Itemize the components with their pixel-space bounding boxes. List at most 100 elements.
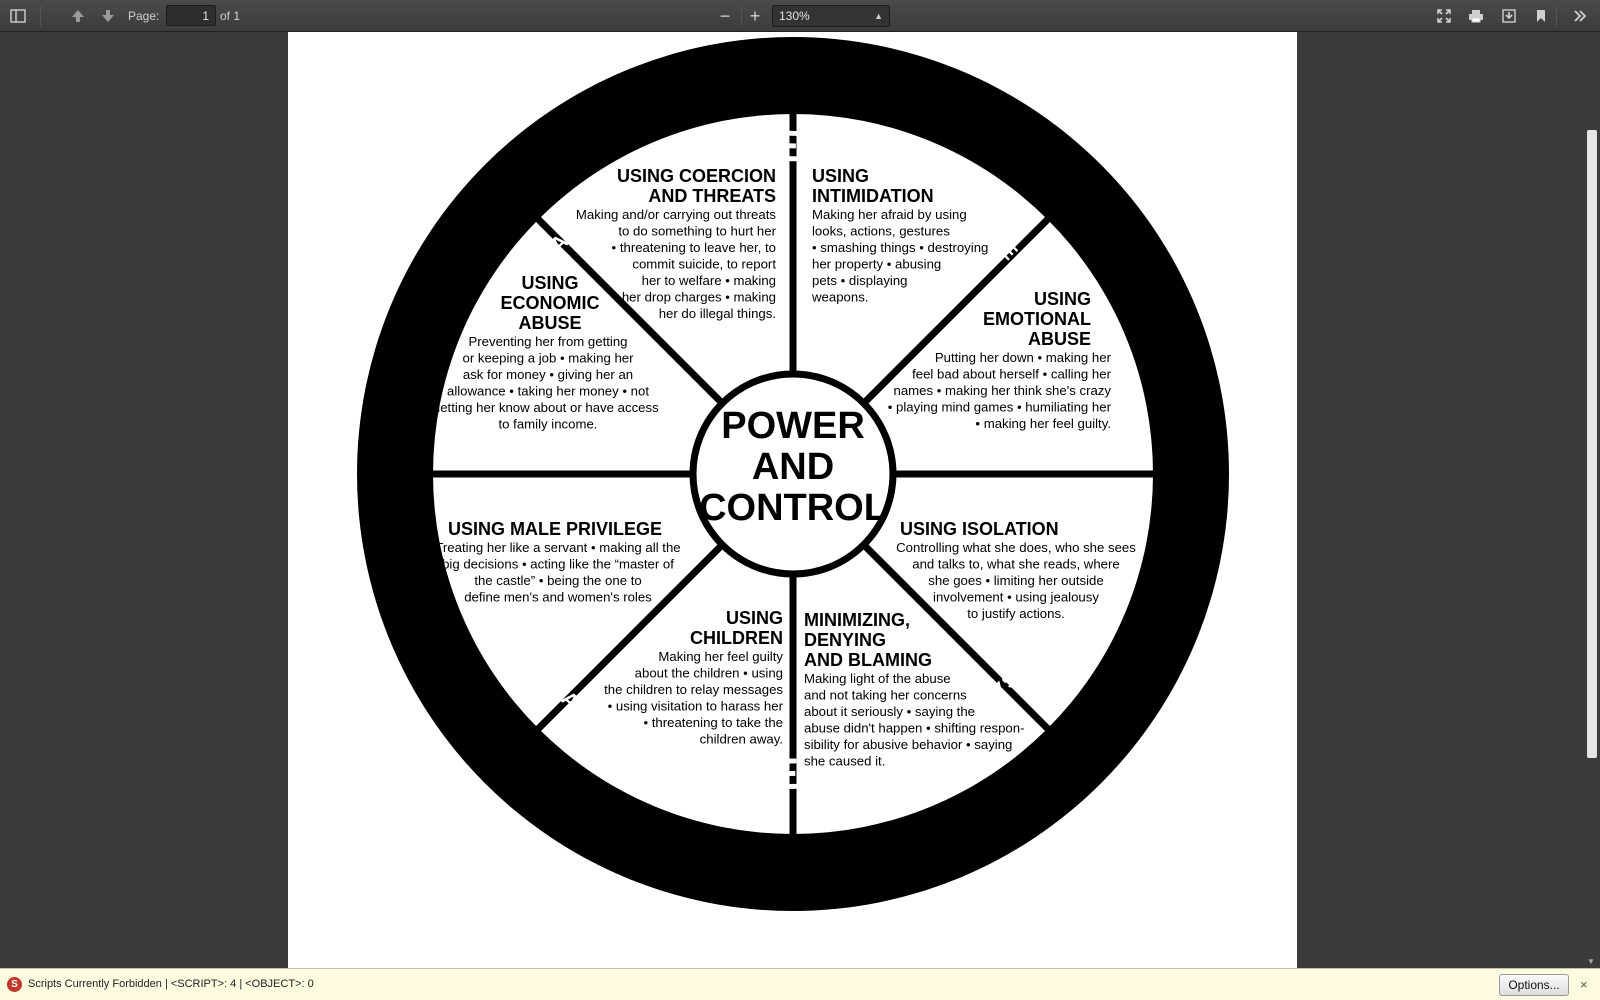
segment-coercion-title: AND THREATS	[648, 186, 776, 206]
segment-intimidation-title: INTIMIDATION	[812, 186, 934, 206]
segment-children-text: • threatening to take the	[643, 715, 783, 730]
scroll-down-arrow-icon[interactable]: ▼	[1587, 957, 1595, 966]
page-count: of 1	[220, 9, 241, 23]
zoom-in-icon[interactable]: +	[743, 4, 767, 28]
scrollbar-thumb[interactable]	[1587, 130, 1597, 758]
segment-children-title: CHILDREN	[690, 628, 783, 648]
segment-privilege-text: Treating her like a servant • making all…	[435, 540, 680, 555]
segment-economic-text: Preventing her from getting	[468, 334, 627, 349]
segment-children-title: USING	[726, 608, 783, 628]
segment-coercion-text: her do illegal things.	[659, 306, 776, 321]
center-line-2: AND	[752, 446, 834, 488]
segment-intimidation-text: looks, actions, gestures	[812, 224, 950, 239]
segment-minimizing-text: abuse didn't happen • shifting respon-	[804, 721, 1025, 736]
segment-intimidation-text: her property • abusing	[812, 257, 941, 272]
options-button[interactable]: Options...	[1499, 974, 1569, 996]
segment-children-text: children away.	[700, 732, 783, 747]
segment-intimidation-text: Making her afraid by using	[812, 207, 967, 222]
segment-coercion-text: commit suicide, to report	[632, 257, 776, 272]
pdf-page: POWER AND CONTROL PHYSICAL VIOLENCE SEXU…	[288, 32, 1297, 968]
segment-emotional-title: ABUSE	[1028, 329, 1091, 349]
segment-minimizing-text: she caused it.	[804, 754, 885, 769]
segment-minimizing-text: and not taking her concerns	[804, 688, 967, 703]
segment-children-text: about the children • using	[635, 666, 783, 681]
toolbar-separator	[741, 6, 742, 26]
power-control-wheel: POWER AND CONTROL PHYSICAL VIOLENCE SEXU…	[357, 37, 1229, 911]
segment-children-text: • using visitation to harass her	[608, 699, 784, 714]
segment-emotional-text: feel bad about herself • calling her	[912, 367, 1112, 382]
hub-circle	[689, 370, 897, 578]
toolbar-separator	[40, 6, 41, 26]
segment-emotional-text: • playing mind games • humiliating her	[888, 400, 1112, 415]
segment-minimizing-text: Making light of the abuse	[804, 671, 951, 686]
zoom-in-label: +	[749, 5, 761, 26]
segment-coercion-title: USING COERCION	[617, 166, 776, 186]
segment-emotional-title: EMOTIONAL	[983, 309, 1091, 329]
segment-isolation-text: she goes • limiting her outside	[928, 573, 1103, 588]
previous-page-icon[interactable]	[66, 4, 90, 28]
vertical-scrollbar[interactable]: ▼	[1584, 32, 1600, 968]
zoom-select[interactable]: 130% ▲▼	[772, 5, 890, 41]
print-icon[interactable]	[1464, 4, 1488, 28]
segment-privilege-title: USING MALE PRIVILEGE	[448, 519, 662, 539]
segment-minimizing-text: sibility for abusive behavior • saying	[804, 737, 1012, 752]
segment-intimidation-text: pets • displaying	[812, 273, 908, 288]
segment-isolation-text: involvement • using jealousy	[933, 590, 1099, 605]
segment-intimidation-text: weapons.	[811, 290, 868, 305]
segment-privilege-text: the castle” • being the one to	[474, 573, 641, 588]
center-line-1: POWER	[721, 405, 865, 447]
segment-coercion-text: her drop charges • making	[622, 290, 776, 305]
segment-isolation-text: to justify actions.	[967, 606, 1064, 621]
pdf-toolbar: Page: of 1 − + 130% ▲▼	[0, 0, 1600, 41]
bookmark-icon[interactable]	[1529, 4, 1553, 28]
zoom-value: 130%	[779, 9, 810, 23]
segment-economic-text: letting her know about or have access	[437, 400, 659, 415]
segment-coercion-text: her to welfare • making	[642, 273, 776, 288]
segment-economic-text: to family income.	[499, 417, 598, 432]
segment-economic-title: USING	[521, 273, 578, 293]
presentation-mode-icon[interactable]	[1432, 4, 1456, 28]
segment-isolation-text: Controlling what she does, who she sees	[896, 540, 1136, 555]
segment-coercion-text: to do something to hurt her	[618, 224, 776, 239]
noscript-notification-bar: S Scripts Currently Forbidden | <SCRIPT>…	[0, 968, 1600, 1000]
close-icon[interactable]: ×	[1580, 977, 1588, 992]
segment-intimidation-text: • smashing things • destroying	[812, 240, 988, 255]
segment-economic-title: ABUSE	[518, 313, 581, 333]
segment-economic-title: ECONOMIC	[501, 293, 600, 313]
segment-emotional-title: USING	[1034, 289, 1091, 309]
page-number-input[interactable]	[166, 5, 216, 26]
segment-minimizing-title: AND BLAMING	[804, 650, 932, 670]
segment-emotional-text: names • making her think she's crazy	[894, 383, 1112, 398]
segment-children-text: the children to relay messages	[604, 682, 783, 697]
segment-economic-text: ask for money • giving her an	[463, 367, 633, 382]
segment-intimidation-title: USING	[812, 166, 869, 186]
segment-minimizing-title: MINIMIZING,	[804, 610, 910, 630]
segment-minimizing-title: DENYING	[804, 630, 886, 650]
segment-children-text: Making her feel guilty	[658, 649, 783, 664]
segment-emotional-text: • making her feel guilty.	[975, 416, 1111, 431]
segment-economic-text: allowance • taking her money • not	[447, 384, 649, 399]
tools-icon[interactable]	[1568, 4, 1592, 28]
segment-coercion-text: • threatening to leave her, to	[612, 240, 776, 255]
toolbar-separator	[1556, 6, 1557, 26]
noscript-icon: S	[7, 977, 22, 992]
zoom-out-icon[interactable]: −	[713, 4, 737, 28]
next-page-icon[interactable]	[96, 4, 120, 28]
sidebar-toggle-icon[interactable]	[6, 4, 30, 28]
segment-economic-text: or keeping a job • making her	[462, 351, 634, 366]
download-icon[interactable]	[1497, 4, 1521, 28]
segment-isolation-title: USING ISOLATION	[900, 519, 1059, 539]
segment-isolation-text: and talks to, what she reads, where	[912, 557, 1119, 572]
zoom-out-label: −	[719, 5, 731, 26]
status-text: Scripts Currently Forbidden | <SCRIPT>: …	[28, 978, 314, 990]
segment-privilege-text: big decisions • acting like the “master …	[442, 557, 674, 572]
